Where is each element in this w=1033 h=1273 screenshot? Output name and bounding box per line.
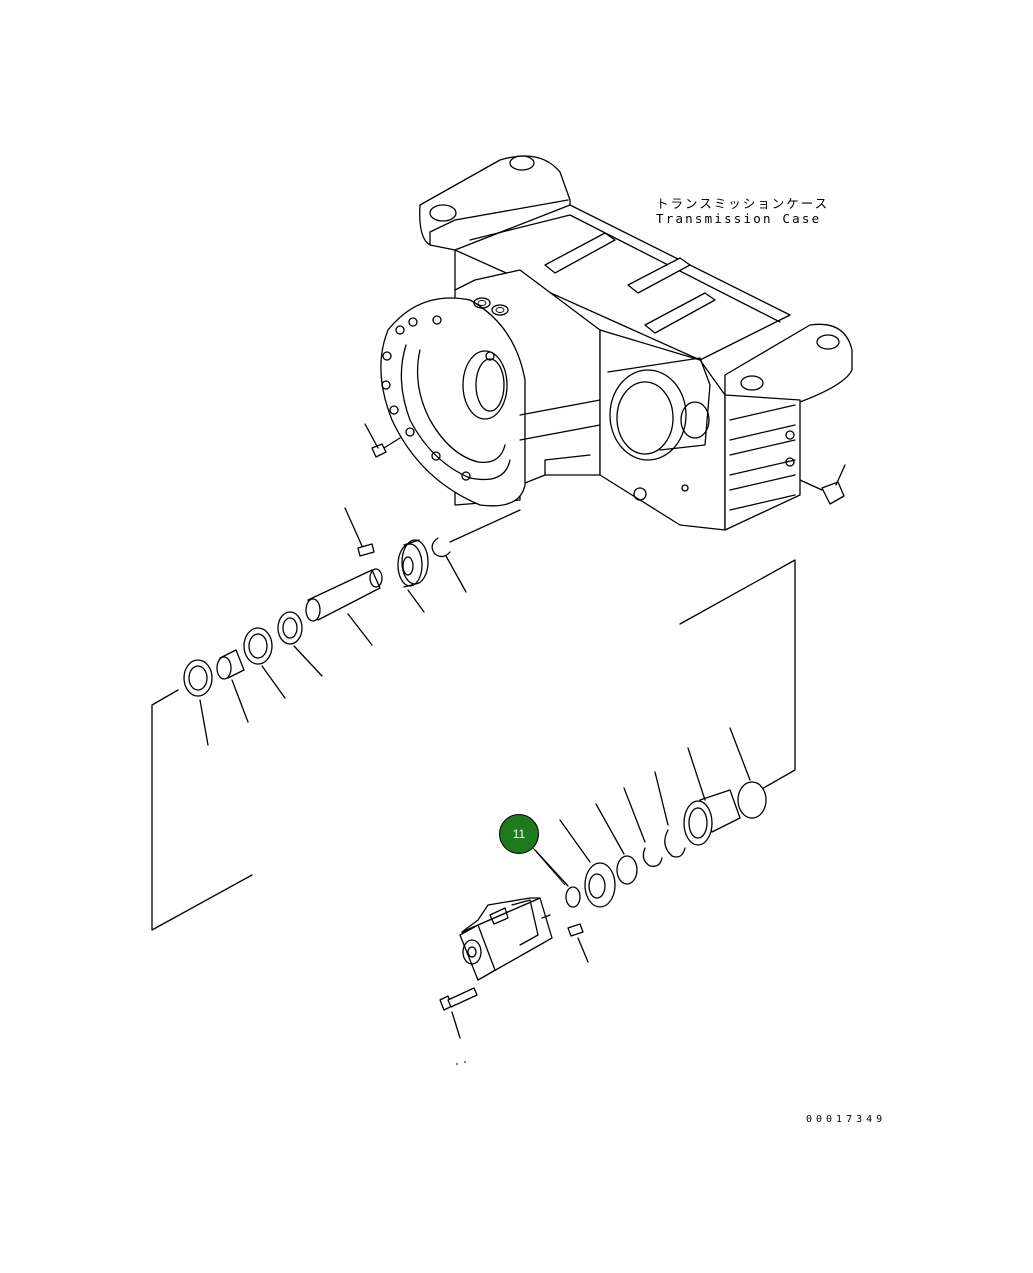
gear-upper <box>397 539 429 613</box>
seal-cap <box>729 727 767 819</box>
right-drain-plug <box>799 464 846 505</box>
callout-badge-11[interactable]: 11 <box>499 814 539 854</box>
drawing-number: 00017349 <box>806 1114 887 1125</box>
case-label-english: Transmission Case <box>656 211 822 226</box>
bearing-1 <box>277 611 323 677</box>
o-ring-lower <box>595 803 638 885</box>
snap-ring-lower-2 <box>623 787 663 867</box>
left-drain-plug <box>364 423 401 458</box>
sleeve <box>683 747 741 846</box>
bearing-3 <box>183 659 213 746</box>
valve-body <box>459 897 553 981</box>
bearing-lower <box>559 819 616 908</box>
callout-number: 11 <box>512 827 526 841</box>
transmission-case <box>380 155 853 531</box>
key-upper <box>344 507 375 557</box>
dowel-pin <box>567 923 589 963</box>
leader-frame-left <box>151 689 253 931</box>
leader-callout-11 <box>532 847 566 886</box>
bearing-2 <box>243 627 286 699</box>
bushing <box>216 649 249 723</box>
shaft-upper <box>305 568 383 646</box>
case-label-japanese: トランスミッションケース <box>656 196 830 211</box>
snap-ring-upper <box>431 509 521 593</box>
leader-frame-right <box>679 559 796 791</box>
bolt <box>439 987 478 1065</box>
snap-ring-lower-1 <box>654 771 686 858</box>
